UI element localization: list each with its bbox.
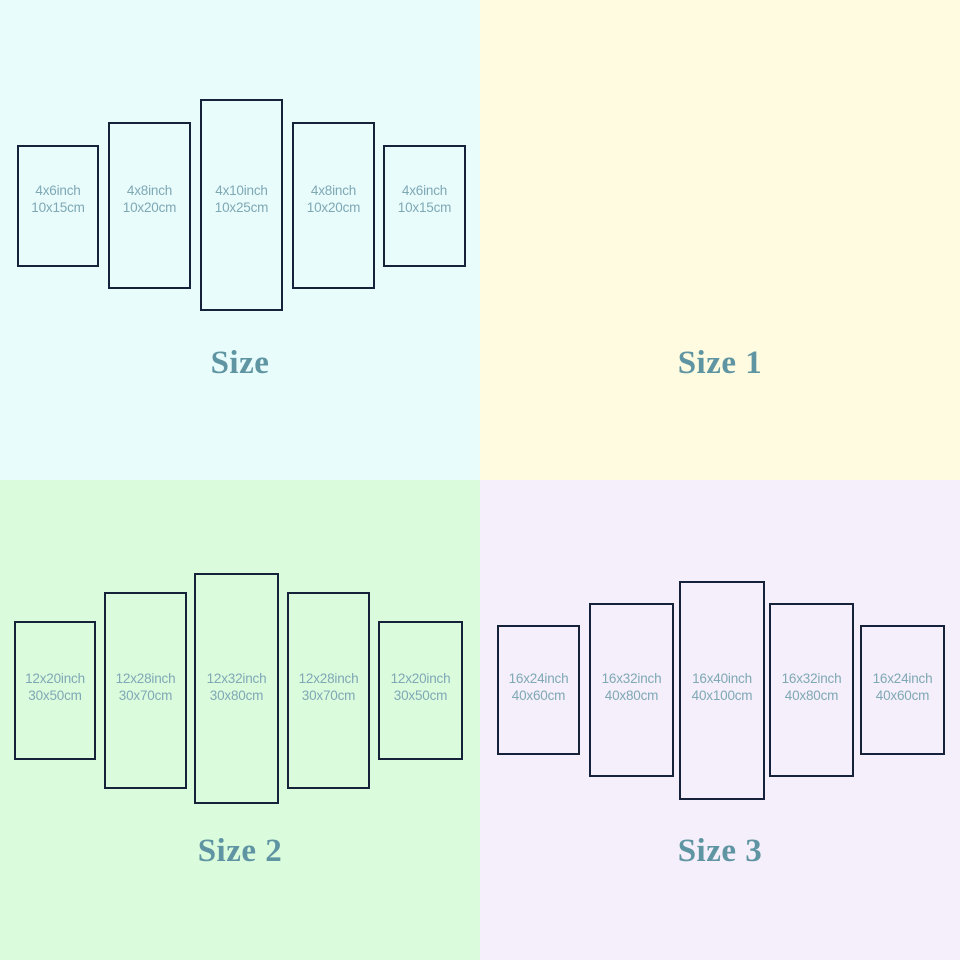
size-3-panel-4 xyxy=(769,603,854,777)
size-2-panel-5 xyxy=(378,621,463,760)
size-0-panel-2 xyxy=(108,122,191,289)
size-0-title: Size xyxy=(210,345,270,381)
size-1-panel-5-label: 8x14inch20x35cm xyxy=(480,182,494,216)
label-cm: 20x35cm xyxy=(480,199,494,216)
size-0-panel-4 xyxy=(292,122,375,289)
size-2-panel-1 xyxy=(14,621,96,760)
size-3-title: Size 3 xyxy=(677,833,763,869)
size-2-panel-2 xyxy=(104,592,187,789)
size-3-panel-3 xyxy=(679,581,765,800)
size-0-panel-3 xyxy=(200,99,283,311)
size-2-title: Size 2 xyxy=(197,833,283,869)
panel-group-size-1: 8x14inch20x35cm8x18inch20x45cm8x22inch20… xyxy=(480,0,960,480)
size-1-title: Size 1 xyxy=(677,345,763,381)
size-3-panel-2 xyxy=(589,603,674,777)
size-3-panel-1 xyxy=(497,625,580,755)
size-0-panel-1 xyxy=(17,145,99,267)
size-0-panel-5 xyxy=(383,145,466,267)
label-inch: 8x14inch xyxy=(480,182,494,199)
size-3-panel-5 xyxy=(860,625,945,755)
size-2-panel-3 xyxy=(194,573,279,804)
quadrant-size-1: 8x14inch20x35cm8x18inch20x45cm8x22inch20… xyxy=(480,0,960,480)
size-2-panel-4 xyxy=(287,592,370,789)
